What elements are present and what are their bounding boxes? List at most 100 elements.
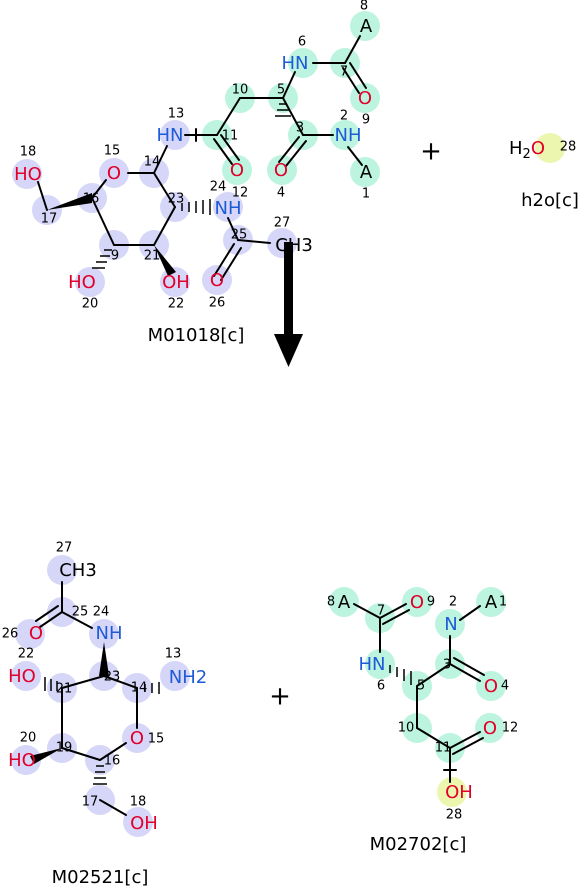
atoms-m02521: CH3 27 O 26 NH 24 HO 22 NH2 13 HO 20 O 1…: [2, 541, 208, 835]
atom-label: O: [484, 676, 498, 697]
atom-label: O: [483, 718, 497, 739]
carbon-number: 3: [443, 658, 451, 673]
carbon-numbers-m02702: 7 3 5 10 11: [377, 604, 451, 756]
atom-number: 2: [449, 595, 457, 610]
molecule-name: M02521[c]: [52, 867, 149, 887]
atom-label: HO: [8, 750, 36, 771]
molecule-name: h2o[c]: [521, 190, 579, 211]
carbon-number: 23: [104, 670, 121, 685]
atom-number: 15: [104, 144, 121, 159]
molecule-name: M02702[c]: [370, 834, 467, 855]
carbon-number: 9: [111, 249, 119, 264]
atom-label: O: [130, 728, 144, 749]
atom-number: 8: [327, 595, 335, 610]
atom-number: 4: [277, 186, 285, 201]
atom-number: 20: [82, 297, 99, 312]
atom-number: 13: [168, 107, 185, 122]
atom-label: HO: [68, 272, 96, 293]
atom-label: O: [210, 270, 224, 291]
atom-number: 6: [377, 679, 385, 694]
atom-label: HO: [14, 164, 42, 185]
atom-number: 27: [56, 541, 73, 556]
atom-label: O: [107, 163, 121, 184]
atom-number: 1: [499, 595, 507, 610]
atom-number: 9: [427, 595, 435, 610]
atom-label: O: [29, 623, 43, 644]
atom-number: 8: [360, 0, 368, 14]
carbon-number: 25: [231, 228, 248, 243]
atom-number: 27: [274, 216, 291, 231]
plus-sign: +: [420, 137, 442, 167]
carbon-number: 21: [56, 682, 73, 697]
carbon-number: 16: [83, 192, 100, 207]
atoms-m01018: HO 18 O 15 HN 13 HO 20 OH 22 O 26 NH 24 …: [14, 0, 373, 312]
atom-number: 24: [210, 180, 227, 195]
atom-label: HN: [157, 125, 184, 146]
plus-sign: +: [269, 682, 291, 712]
carbon-number: 17: [82, 795, 99, 810]
atom-number: 24: [93, 605, 110, 620]
carbon-number: 5: [277, 83, 285, 98]
carbon-number: 5: [417, 679, 425, 694]
atom-label: NH: [335, 125, 362, 146]
atom-label: O: [358, 88, 372, 109]
carbon-number: 16: [104, 754, 121, 769]
carbon-number: 10: [232, 83, 249, 98]
atom-number: 13: [165, 647, 182, 662]
atom-number: 28: [446, 808, 463, 823]
atom-number: 18: [130, 795, 147, 810]
atom-number: 28: [560, 140, 577, 155]
atom-label: A: [485, 592, 498, 613]
carbon-number: 11: [435, 741, 452, 756]
carbon-number: 10: [398, 721, 415, 736]
bonds-m01018: [37, 35, 367, 281]
carbon-number: 14: [144, 155, 161, 170]
carbon-number: 3: [296, 121, 304, 136]
molecule-m01018: HO 18 O 15 HN 13 HO 20 OH 22 O 26 NH 24 …: [12, 0, 380, 346]
atom-number: 26: [2, 627, 19, 642]
carbon-number: 25: [72, 605, 89, 620]
molecule-h2o: H2O 28 h2o[c]: [509, 133, 579, 211]
atom-number: 15: [148, 732, 165, 747]
bonds-m02702: [353, 603, 485, 783]
carbon-numbers-m02521: 25 23 21 14 19 16 17: [56, 605, 148, 810]
atom-number: 20: [20, 731, 37, 746]
carbon-number: 7: [340, 65, 348, 80]
atom-label: O: [230, 160, 244, 181]
highlight-water: [535, 133, 565, 163]
atom-label: OH: [162, 272, 190, 293]
carbon-number: 7: [377, 604, 385, 619]
carbon-number: 11: [222, 129, 239, 144]
atom-label: A: [360, 162, 373, 183]
atom-label: CH3: [275, 235, 313, 256]
molecule-name: M01018[c]: [148, 325, 245, 346]
highlight-water-oxygen: [437, 777, 467, 807]
atom-number: 4: [501, 679, 509, 694]
carbon-number: 23: [168, 192, 185, 207]
atom-number: 6: [298, 35, 306, 50]
atom-label: HO: [8, 666, 36, 687]
carbon-number: 21: [144, 249, 161, 264]
atom-label: NH: [96, 623, 123, 644]
atom-number: 2: [340, 109, 348, 124]
carbon-number: 14: [131, 681, 148, 696]
atom-label: H2O: [509, 138, 545, 162]
carbon-number: 17: [41, 212, 58, 227]
highlight-chain-region: [329, 587, 506, 763]
atom-number: 12: [232, 186, 249, 201]
atom-number: 9: [362, 113, 370, 128]
atom-label: NH: [215, 198, 242, 219]
atom-label: HN: [359, 654, 386, 675]
atom-label: OH: [445, 782, 473, 803]
molecule-m02521: CH3 27 O 26 NH 24 HO 22 NH2 13 HO 20 O 1…: [2, 541, 208, 887]
atom-label: A: [338, 592, 351, 613]
atom-label: O: [410, 592, 424, 613]
molecule-m02702: A 8 O 9 N 2 A 1 HN 6 O 4 O 12 OH 28 7 3 …: [327, 587, 518, 855]
atom-number: 12: [502, 721, 519, 736]
highlight-ring-region: [11, 555, 190, 837]
atom-label: HN: [282, 53, 309, 74]
atom-label: O: [274, 160, 288, 181]
reaction-arrow: [274, 242, 303, 367]
atom-number: 18: [20, 145, 37, 160]
atom-label: NH2: [169, 667, 207, 688]
